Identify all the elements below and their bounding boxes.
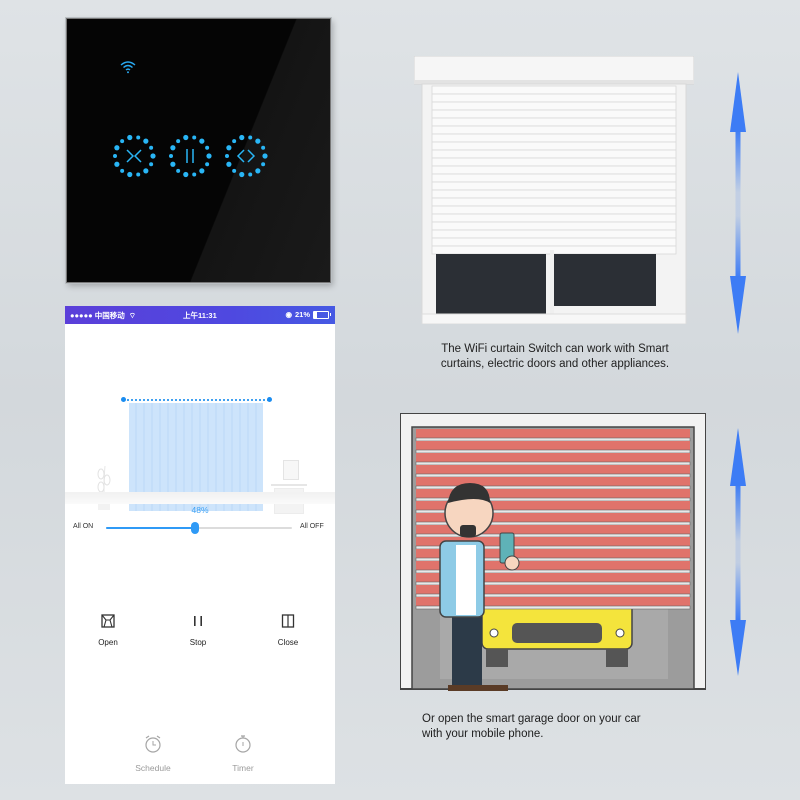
roller-shutter-window (414, 56, 694, 324)
position-percent: 48% (191, 505, 209, 515)
switch-button-close[interactable] (111, 133, 157, 179)
man-with-phone (439, 483, 520, 691)
pause-icon (168, 612, 228, 630)
curtain-open-icon (78, 612, 138, 630)
garage-door-illustration (400, 413, 706, 691)
slider-fill (106, 527, 196, 529)
picture-frame-icon (283, 460, 299, 480)
schedule-label: Schedule (135, 763, 171, 773)
timer-button[interactable]: Timer (213, 734, 273, 773)
curtain-close-icon (258, 612, 318, 630)
carrier-label: ●●●●● 中国移动 ⌔ (70, 310, 136, 321)
close-label: Close (277, 638, 299, 647)
position-slider-row: All ON All OFF (65, 520, 335, 536)
position-slider[interactable] (106, 522, 292, 534)
alarm-clock-icon (123, 734, 183, 759)
wifi-signal-icon: ⌔ (126, 311, 136, 320)
curtain-rod (123, 399, 269, 403)
garage-door-slats (415, 429, 691, 610)
shutter-caption-line-1: The WiFi curtain Switch can work with Sm… (441, 343, 669, 355)
carrier-text: ●●●●● 中国移动 (70, 311, 125, 320)
slider-thumb[interactable] (191, 522, 200, 534)
status-bar: ●●●●● 中国移动 ⌔ 上午11:31 ◉ 21% (65, 306, 335, 324)
all-on-label: All ON (73, 523, 94, 530)
wifi-icon (120, 60, 136, 74)
phone-app-screen: ●●●●● 中国移动 ⌔ 上午11:31 ◉ 21% 48% All ON (65, 306, 335, 784)
stopwatch-icon (213, 734, 273, 759)
up-down-arrow-icon-2 (730, 428, 746, 676)
rod-end-left (121, 397, 126, 402)
car (481, 600, 633, 667)
shutter-caption: The WiFi curtain Switch can work with Sm… (400, 342, 710, 372)
switch-button-open[interactable] (223, 133, 269, 179)
stop-label: Stop (189, 638, 207, 647)
glass-reflection (67, 19, 330, 282)
schedule-button[interactable]: Schedule (123, 734, 183, 773)
pause-icon (169, 134, 212, 178)
status-right: ◉ 21% (285, 310, 331, 319)
timer-label: Timer (232, 763, 254, 773)
stop-button[interactable]: Stop (168, 612, 228, 647)
garage-caption-line-1: Or open the smart garage door on your ca… (422, 713, 641, 725)
wall-switch-panel (66, 18, 331, 283)
garage-caption: Or open the smart garage door on your ca… (400, 712, 710, 742)
switch-button-pause[interactable] (167, 133, 213, 179)
battery-percent: 21% (294, 310, 310, 319)
close-button[interactable]: Close (258, 612, 318, 647)
open-button[interactable]: Open (78, 612, 138, 647)
open-label: Open (98, 638, 118, 647)
shutter-slats (431, 85, 677, 255)
rod-end-right (267, 397, 272, 402)
all-off-label: All OFF (300, 523, 324, 530)
up-down-arrow-icon (730, 72, 746, 334)
arrows-inward-icon (113, 134, 156, 178)
floor-shadow (65, 492, 335, 504)
shutter-caption-line-2: curtains, electric doors and other appli… (440, 358, 670, 370)
battery-icon (313, 310, 331, 319)
curtain-illustration (65, 324, 335, 514)
garage-caption-line-2: with your mobile phone. (422, 728, 544, 740)
orientation-lock-icon: ◉ (285, 310, 292, 319)
arrows-outward-icon (225, 134, 268, 178)
status-time: 上午11:31 (183, 311, 217, 320)
